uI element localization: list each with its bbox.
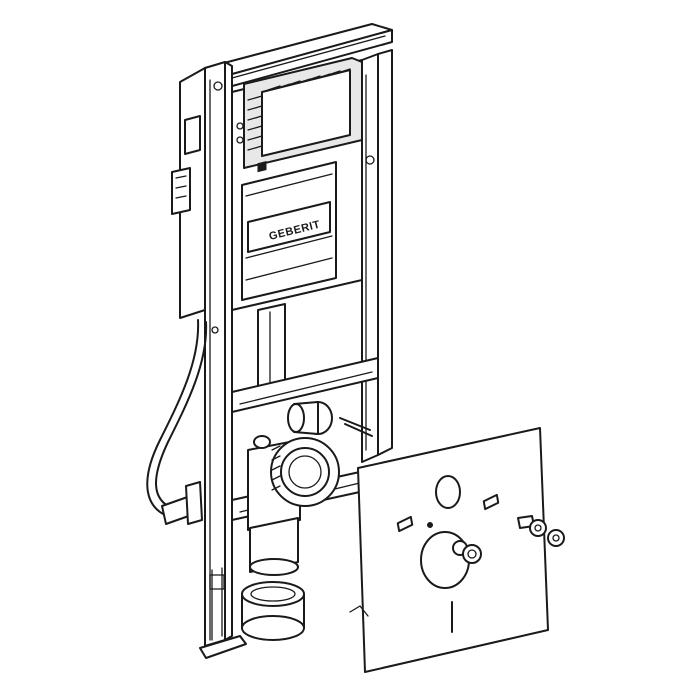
right-bolt-slot (482, 493, 500, 511)
flush-pipe (257, 303, 286, 391)
inlet-connector (287, 401, 373, 437)
left-bolt-slot (396, 515, 414, 533)
pipe-sleeve (241, 581, 305, 641)
brand-logo-mark (257, 161, 267, 173)
center-mark (427, 522, 433, 528)
cistern-body (231, 57, 363, 311)
drain-pipe (249, 517, 299, 576)
supply-hose (146, 319, 208, 525)
left-foot (199, 567, 247, 659)
hatch-lines (247, 68, 351, 151)
plate-tab (349, 605, 369, 617)
flush-pipe-opening (435, 475, 461, 509)
left-frame-post (204, 61, 233, 647)
right-frame-post (361, 34, 393, 463)
inlet-pin (452, 540, 482, 564)
outlet-bend (247, 435, 340, 531)
top-left-bracket (171, 67, 206, 319)
insulation-plate (349, 427, 549, 673)
fixing-bolt-washers (517, 515, 565, 547)
